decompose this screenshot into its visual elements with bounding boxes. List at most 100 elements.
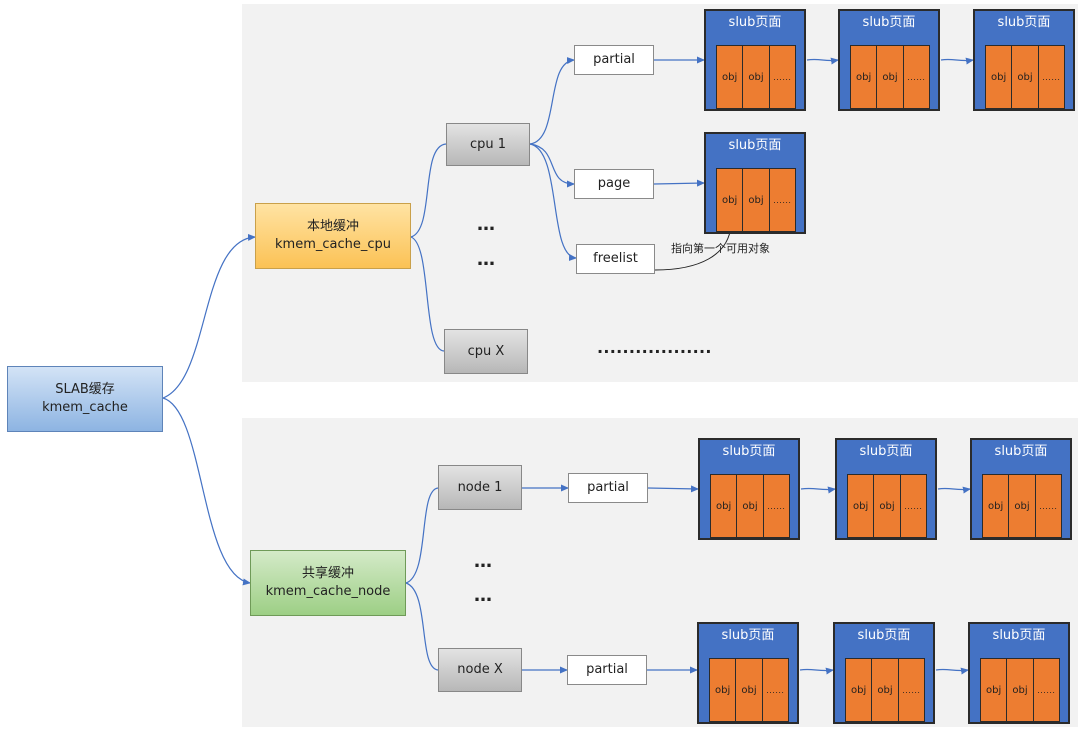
- slub-page-title: slub页面: [994, 444, 1048, 459]
- slub-objects: obj obj ......: [710, 474, 790, 538]
- obj-cell: obj: [736, 475, 762, 537]
- edge-npartial1-slub: [647, 485, 699, 493]
- slub-objects: obj obj ......: [980, 658, 1060, 722]
- slub-page: slub页面 obj obj ......: [968, 622, 1070, 724]
- edge-local-cpu1: [410, 143, 447, 238]
- slab-cache-node: SLAB缓存 kmem_cache: [7, 366, 163, 432]
- cpu-x-ellipsis: ..................: [597, 338, 712, 357]
- slub-page-title: slub页面: [728, 138, 782, 153]
- slub-page: slub页面 obj obj ......: [973, 9, 1075, 111]
- slub-page-title: slub页面: [721, 628, 775, 643]
- obj-cell: obj: [716, 500, 732, 512]
- slub-page-title: slub页面: [859, 444, 913, 459]
- cpu-ellipsis: …: [477, 249, 495, 270]
- obj-cell: obj: [851, 684, 867, 696]
- slub-page: slub页面 obj obj ......: [838, 9, 940, 111]
- slub-page: slub页面 obj obj ......: [704, 132, 806, 234]
- obj-cell: obj: [735, 659, 761, 721]
- obj-cell: obj: [986, 684, 1002, 696]
- slub-objects: obj obj ......: [850, 45, 930, 109]
- slub-page-title: slub页面: [857, 628, 911, 643]
- edge-nslubx1-nslubx2: [799, 667, 834, 675]
- obj-cell: obj: [742, 46, 768, 108]
- cpu-ellipsis: …: [477, 214, 495, 235]
- obj-cell: obj: [722, 194, 738, 206]
- shared-cache-title: 共享缓冲: [301, 566, 354, 581]
- node-1-partial-label: partial: [587, 480, 629, 495]
- obj-cell: obj: [876, 46, 902, 108]
- node-ellipsis: …: [474, 551, 492, 572]
- slub-page-title: slub页面: [997, 15, 1051, 30]
- node-x-label: node X: [457, 662, 503, 677]
- slub-objects: obj obj ......: [845, 658, 925, 722]
- slub-page-title: slub页面: [728, 15, 782, 30]
- slub-objects: obj obj ......: [847, 474, 927, 538]
- local-cache-subtitle: kmem_cache_cpu: [275, 237, 391, 252]
- cpu-1-label: cpu 1: [469, 136, 507, 152]
- local-cache-title: 本地缓冲: [306, 219, 359, 234]
- more-objects-cell: ......: [899, 475, 926, 537]
- edge-cpu1-partial: [529, 57, 575, 145]
- edge-slub1-slub2: [806, 57, 839, 65]
- edge-cpu1-freelist: [529, 143, 577, 261]
- node-1-label: node 1: [457, 479, 503, 495]
- obj-cell: obj: [991, 71, 1007, 83]
- obj-cell: obj: [871, 659, 897, 721]
- slab-cache-title: SLAB缓存: [55, 382, 115, 397]
- shared-cache-subtitle: kmem_cache_node: [265, 584, 391, 599]
- edge-slub2-slub3: [940, 57, 974, 65]
- slab-cache-subtitle: kmem_cache: [42, 400, 128, 415]
- obj-cell: obj: [722, 71, 738, 83]
- obj-cell: obj: [988, 500, 1004, 512]
- obj-cell: obj: [1011, 46, 1037, 108]
- slub-objects: obj obj ......: [716, 168, 796, 232]
- edge-shared-nodex: [405, 582, 439, 671]
- cpu-x-node: cpu X: [444, 329, 528, 374]
- slub-objects: obj obj ......: [982, 474, 1062, 538]
- slub-page: slub页面 obj obj ......: [704, 9, 806, 111]
- freelist-pointer: [654, 221, 732, 271]
- node-x-partial-field: partial: [567, 655, 647, 685]
- node-x-partial-label: partial: [586, 662, 628, 677]
- edge-local-cpux: [410, 236, 445, 352]
- cpu-freelist-label: freelist: [593, 251, 638, 266]
- more-objects-cell: ......: [1032, 659, 1059, 721]
- more-objects-cell: ......: [1037, 46, 1064, 108]
- slub-objects: obj obj ......: [709, 658, 789, 722]
- more-objects-cell: ......: [768, 46, 795, 108]
- slub-page-title: slub页面: [722, 444, 776, 459]
- slub-objects: obj obj ......: [716, 45, 796, 109]
- edge-cpu1-page: [529, 143, 575, 188]
- obj-cell: obj: [853, 500, 869, 512]
- edge-root-shared: [162, 397, 251, 586]
- more-objects-cell: ......: [761, 659, 788, 721]
- node-1-partial-field: partial: [568, 473, 648, 503]
- more-objects-cell: ......: [768, 169, 795, 231]
- cpu-partial-label: partial: [593, 52, 635, 67]
- obj-cell: obj: [715, 684, 731, 696]
- node-ellipsis: …: [474, 585, 492, 606]
- edge-shared-node1: [405, 487, 439, 584]
- cpu-page-label: page: [597, 176, 631, 191]
- edge-nslub1-nslub2: [800, 486, 836, 494]
- slub-page: slub页面 obj obj ......: [697, 622, 799, 724]
- slub-page: slub页面 obj obj ......: [833, 622, 935, 724]
- obj-cell: obj: [742, 169, 768, 231]
- cpu-page-field: page: [574, 169, 654, 199]
- shared-cache-node: 共享缓冲 kmem_cache_node: [250, 550, 406, 616]
- more-objects-cell: ......: [1034, 475, 1061, 537]
- node-1-node: node 1: [438, 465, 522, 510]
- cpu-1-node: cpu 1: [446, 123, 530, 166]
- obj-cell: obj: [1006, 659, 1032, 721]
- slub-page: slub页面 obj obj ......: [970, 438, 1072, 540]
- freelist-note: 指向第一个可用对象: [671, 242, 770, 255]
- node-x-node: node X: [438, 648, 522, 692]
- slub-page: slub页面 obj obj ......: [698, 438, 800, 540]
- more-objects-cell: ......: [897, 659, 924, 721]
- cpu-freelist-field: freelist: [576, 244, 655, 274]
- edge-root-local: [162, 233, 256, 399]
- cpu-x-label: cpu X: [467, 343, 505, 359]
- edge-nslubx2-nslubx3: [935, 667, 969, 675]
- obj-cell: obj: [856, 71, 872, 83]
